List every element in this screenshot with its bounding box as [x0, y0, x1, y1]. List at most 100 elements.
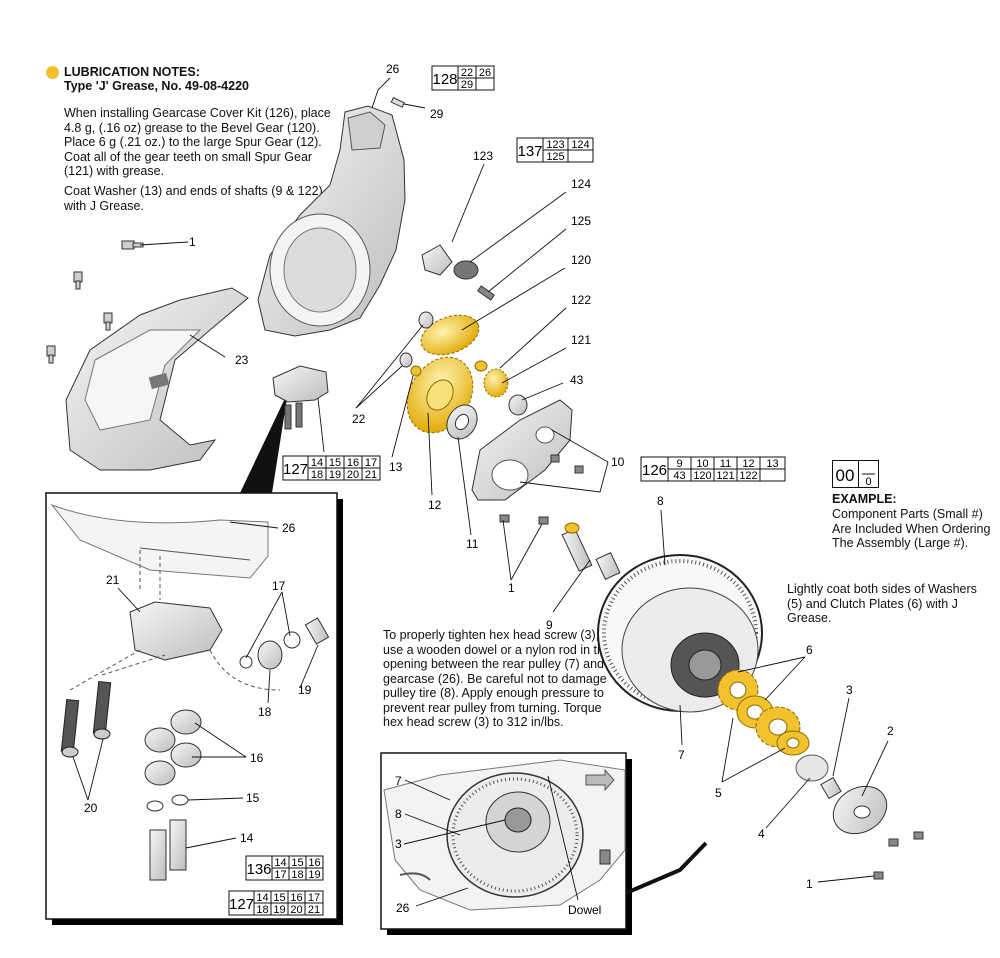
- kit-126-item: 10: [696, 458, 708, 470]
- inset-1-drawing: [50, 503, 330, 881]
- kit-136-item: 18: [291, 869, 303, 881]
- kit-127-item: 15: [273, 892, 285, 904]
- gearcase-cover-10: [471, 399, 573, 501]
- hex-screw-3: [820, 776, 842, 800]
- lubrication-notes-title: LUBRICATION NOTES:: [64, 65, 200, 79]
- callout-5: 5: [715, 786, 722, 800]
- example-kit-box: 00 0: [832, 460, 882, 495]
- gearcase-26: [257, 105, 406, 337]
- kit-128-item: 26: [479, 67, 491, 79]
- kit-box-127-top: 127 14 15 16 17 18 19 20 21: [282, 455, 381, 481]
- inset2-callout-dowel: Dowel: [568, 903, 601, 917]
- callout-122: 122: [571, 293, 591, 307]
- inset-callout-16: 16: [250, 751, 264, 765]
- kit-126-item: 43: [673, 470, 685, 482]
- kit-127-item: 20: [290, 904, 302, 916]
- kit-126-item: 12: [742, 458, 754, 470]
- kit-136-item: 19: [308, 869, 320, 881]
- leader-lines: [139, 77, 889, 883]
- kit-127-number: 127: [283, 461, 308, 478]
- inset2-pointer: [625, 841, 708, 895]
- kit-136-item: 17: [274, 869, 286, 881]
- belt-cover-23: [65, 287, 249, 471]
- callout-43: 43: [570, 373, 584, 387]
- kit-127-item: 21: [308, 904, 320, 916]
- kit-126-item: 120: [693, 470, 711, 482]
- callout-1: 1: [189, 235, 196, 249]
- inset-callout-18: 18: [258, 705, 272, 719]
- kit-127-item: 14: [311, 457, 323, 469]
- example-label: EXAMPLE:: [832, 492, 897, 506]
- callout-125: 125: [571, 214, 591, 228]
- kit-127-number: 127: [229, 896, 254, 913]
- inset-pointer: [240, 392, 288, 493]
- inset2-callout-8: 8: [395, 807, 402, 821]
- callout-123: 123: [473, 149, 493, 163]
- inset-callout-15: 15: [246, 791, 260, 805]
- kit-127-item: 20: [347, 469, 359, 481]
- bearing-11: [446, 404, 478, 440]
- screws-plate: [499, 454, 584, 525]
- lubrication-note-1: When installing Gearcase Cover Kit (126)…: [64, 106, 331, 178]
- callout-26: 26: [386, 62, 400, 76]
- clutch-plates-6-washers-5: [717, 669, 829, 782]
- kit-126-item: 122: [739, 470, 757, 482]
- kit-box-126: 126 9 10 11 12 13 43 120 121 122: [640, 456, 786, 482]
- washers-grease-note: Lightly coat both sides of Washers (5) a…: [787, 582, 977, 625]
- callout-22: 22: [352, 412, 366, 426]
- callout-1: 1: [508, 581, 515, 595]
- kit-127-item: 17: [365, 457, 377, 469]
- inset-callout-26: 26: [282, 521, 296, 535]
- screws-1-bottom: [873, 831, 924, 880]
- inset-callout-14: 14: [240, 831, 254, 845]
- kit-box-137: 137 123 124 125: [516, 137, 594, 163]
- inset-callout-20: 20: [84, 801, 98, 815]
- shaft-9: [561, 522, 621, 581]
- washer-13: [410, 365, 422, 377]
- callout-8: 8: [657, 494, 664, 508]
- gear-121: [474, 360, 509, 398]
- callout-9: 9: [546, 618, 553, 632]
- callout-13: 13: [389, 460, 403, 474]
- kit-126-item: 13: [766, 458, 778, 470]
- kit-127-item: 18: [256, 904, 268, 916]
- inset2-callout-7: 7: [395, 774, 402, 788]
- kit-136-item: 14: [274, 857, 286, 869]
- pin-29: [390, 96, 405, 108]
- kit-136-item: 16: [308, 857, 320, 869]
- inset-2-drawing: [383, 759, 626, 911]
- example-big-number: 00: [836, 466, 855, 485]
- callout-11: 11: [466, 537, 479, 551]
- kit-127-item: 14: [256, 892, 268, 904]
- kit-126-number: 126: [642, 462, 667, 479]
- inset-callout-17: 17: [272, 579, 286, 593]
- gear-120: [420, 314, 480, 356]
- bearing-43: [508, 394, 528, 416]
- lubrication-notes-subtitle: Type 'J' Grease, No. 49-08-4220: [64, 79, 249, 93]
- callout-29: 29: [430, 107, 444, 121]
- inset2-callout-26: 26: [396, 901, 410, 915]
- kit-box-128: 128 22 26 29: [431, 65, 495, 91]
- kit-127-item: 17: [308, 892, 320, 904]
- callout-2: 2: [887, 724, 894, 738]
- callout-1: 1: [806, 877, 813, 891]
- kit-box-136: 136 14 15 16 17 18 19: [245, 855, 324, 881]
- example-text: Component Parts (Small #) Are Included W…: [832, 507, 991, 550]
- kit-137-number: 137: [517, 143, 542, 160]
- kit-box-127-inset: 127 14 15 16 17 18 19 20 21: [228, 890, 324, 916]
- kit-136-number: 136: [246, 861, 271, 878]
- inset-callout-21: 21: [106, 573, 120, 587]
- inset-1-leaders: [72, 521, 319, 849]
- kit-128-item: 22: [461, 67, 473, 79]
- bearing-22: [418, 311, 434, 329]
- mount-21: [272, 365, 329, 430]
- callout-10: 10: [611, 455, 625, 469]
- kit-127-item: 19: [329, 469, 341, 481]
- kit-127-item: 18: [311, 469, 323, 481]
- kit-137-item: 124: [571, 139, 589, 151]
- example-small-number: 0: [865, 476, 871, 488]
- kit-128-item: 29: [461, 79, 473, 91]
- callout-124: 124: [571, 177, 591, 191]
- callout-4: 4: [758, 827, 765, 841]
